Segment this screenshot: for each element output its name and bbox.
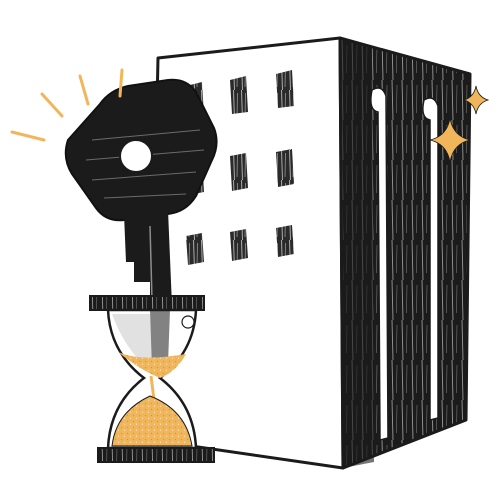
- hourglass-sand-bottom: [111, 395, 193, 447]
- key-shaft: [124, 210, 172, 306]
- hourglass-icon: [89, 295, 215, 463]
- building-side-windows: [370, 87, 439, 441]
- key-hole: [119, 139, 153, 173]
- key-icon: [64, 78, 218, 306]
- sparkle-icon: [429, 85, 490, 163]
- sparkle-small: [462, 85, 490, 115]
- sparkle-large: [429, 117, 471, 163]
- hourglass-bottom-cap: [97, 447, 215, 463]
- hourglass-sand-top: [118, 352, 186, 378]
- hourglass-top-cap: [89, 295, 205, 311]
- attention-lines: [10, 68, 124, 142]
- building-side-band: [340, 38, 374, 468]
